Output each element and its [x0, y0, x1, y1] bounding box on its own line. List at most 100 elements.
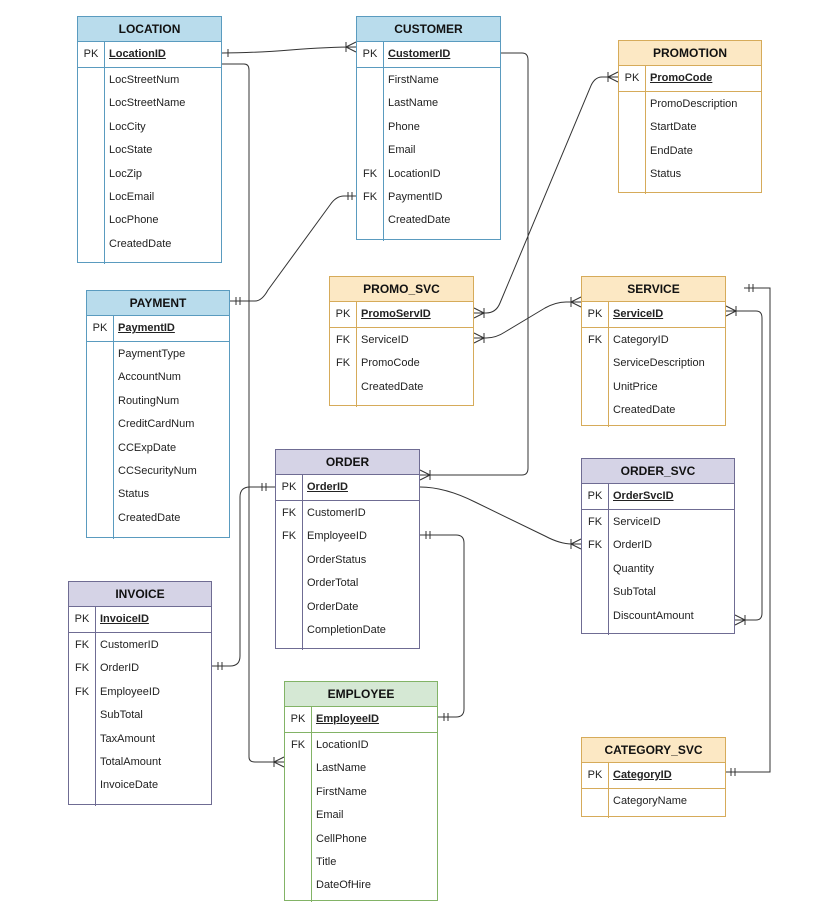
attribute-row[interactable]: CCExpDate [87, 437, 229, 460]
attribute-row[interactable]: Title [285, 851, 437, 874]
attribute-name: LastName [316, 762, 367, 775]
rel-order-ordersvc[interactable] [419, 486, 581, 545]
attribute-row[interactable]: Email [285, 804, 437, 827]
crowfoot-one [217, 662, 223, 670]
attribute-row[interactable]: CategoryName [582, 790, 725, 813]
entity-title: PROMO_SVC [330, 277, 473, 302]
attribute-row[interactable]: EndDate [619, 140, 761, 163]
attribute-name: StartDate [650, 121, 697, 134]
attribute-row[interactable]: Status [619, 163, 761, 186]
rel-promotion-promosvc[interactable] [474, 76, 618, 314]
rel-payment-customer[interactable] [230, 195, 356, 302]
attribute-name: CreditCardNum [118, 418, 195, 431]
attribute-row[interactable]: AccountNum [87, 366, 229, 389]
attribute-row[interactable]: FirstName [285, 781, 437, 804]
attribute-row[interactable]: LocPhone [78, 209, 221, 232]
attribute-row[interactable]: LocEmail [78, 186, 221, 209]
attribute-row[interactable]: UnitPrice [582, 376, 725, 399]
attribute-row[interactable]: LastName [285, 757, 437, 780]
attribute-row[interactable]: LocCity [78, 116, 221, 139]
attribute-row[interactable]: FirstName [357, 69, 500, 92]
attribute-row[interactable]: TaxAmount [69, 728, 211, 751]
rel-location-customer[interactable] [221, 46, 357, 54]
attribute-row[interactable]: CreatedDate [87, 507, 229, 530]
attribute-row[interactable]: LocStreetName [78, 92, 221, 115]
attribute-row[interactable]: Phone [357, 116, 500, 139]
attribute-row[interactable]: RoutingNum [87, 390, 229, 413]
attribute-row[interactable]: DiscountAmount [582, 605, 734, 628]
attribute-row[interactable]: CreatedDate [582, 399, 725, 422]
attribute-row[interactable]: InvoiceDate [69, 774, 211, 797]
rel-location-employee[interactable] [222, 63, 284, 763]
rel-service-ordersvc[interactable] [726, 310, 763, 621]
attribute-row[interactable]: CreatedDate [330, 376, 473, 399]
attribute-row[interactable]: CreatedDate [78, 233, 221, 256]
attribute-name: Phone [388, 120, 420, 133]
attribute-row[interactable]: CCSecurityNum [87, 460, 229, 483]
attribute-name: OrderID [613, 539, 653, 552]
attribute-row[interactable]: OrderTotal [276, 572, 419, 595]
rel-customer-order[interactable] [420, 52, 529, 476]
attribute-row[interactable]: PromoDescription [619, 93, 761, 116]
attribute-row[interactable]: CreatedDate [357, 209, 500, 232]
attribute-row[interactable]: SubTotal [69, 704, 211, 727]
attribute-row[interactable]: OrderDate [276, 596, 419, 619]
attribute-row[interactable]: LocState [78, 139, 221, 162]
attribute-row[interactable]: SubTotal [582, 581, 734, 604]
attribute-row[interactable]: OrderStatus [276, 549, 419, 572]
attribute-row[interactable]: DateOfHire [285, 874, 437, 897]
attribute-row[interactable]: Quantity [582, 558, 734, 581]
attribute-row[interactable]: Status [87, 483, 229, 506]
rel-category-service[interactable] [725, 287, 771, 773]
attribute-row[interactable]: StartDate [619, 116, 761, 139]
attribute-row[interactable]: PaymentType [87, 343, 229, 366]
attribute-row[interactable]: ServiceDescription [582, 352, 725, 375]
attribute-row[interactable]: LastName [357, 92, 500, 115]
rel-order-invoice[interactable] [212, 486, 275, 667]
attribute-row[interactable]: LocStreetNum [78, 69, 221, 92]
attribute-row[interactable]: CompletionDate [276, 619, 419, 642]
attribute-row[interactable]: TotalAmount [69, 751, 211, 774]
rel-order-employee[interactable] [420, 534, 465, 718]
attribute-row[interactable]: CreditCardNum [87, 413, 229, 436]
attribute-row[interactable]: LocZip [78, 163, 221, 186]
attribute-row[interactable]: CellPhone [285, 828, 437, 851]
rel-service-promosvc[interactable] [474, 301, 581, 339]
attribute-row[interactable]: Email [357, 139, 500, 162]
